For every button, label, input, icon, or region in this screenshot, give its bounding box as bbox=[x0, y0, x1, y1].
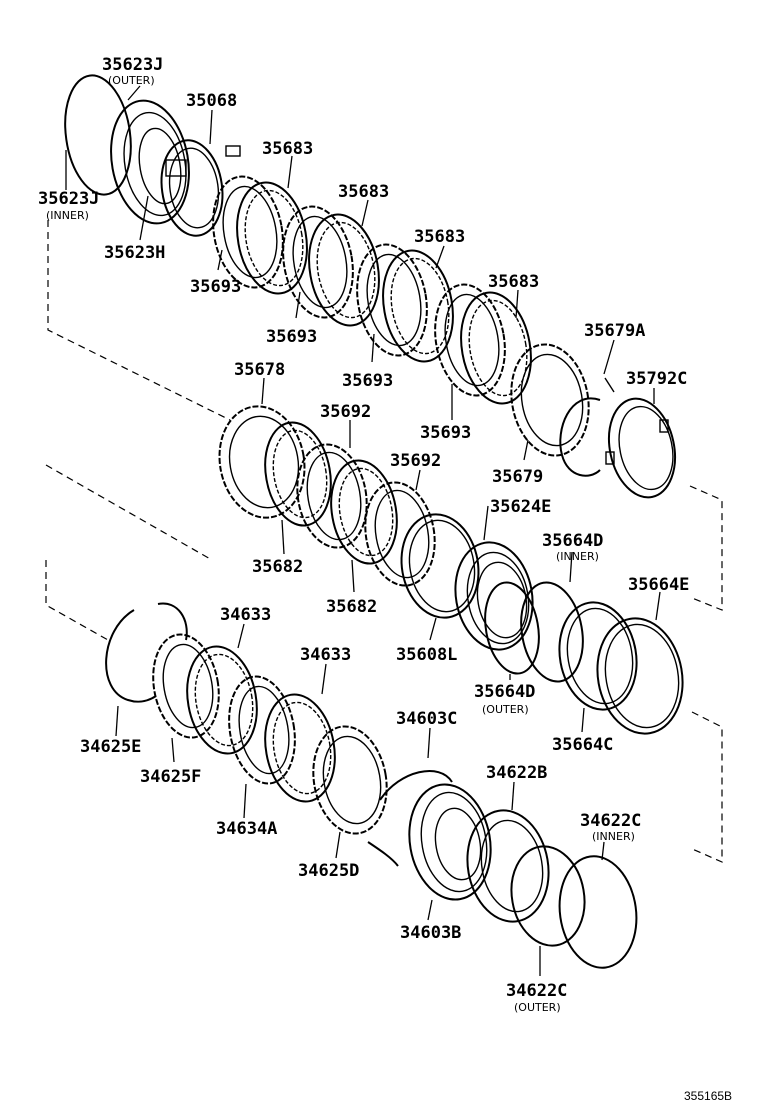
label-35664D-outer: 35664D bbox=[474, 682, 535, 702]
label-35693-a: 35693 bbox=[190, 277, 241, 297]
label-35623J-inner: 35623J bbox=[38, 189, 99, 209]
part-labels: 35623J (OUTER) 35068 35623J (INNER) 3562… bbox=[38, 55, 732, 1103]
label-35692-a: 35692 bbox=[320, 402, 371, 422]
label-35682-a: 35682 bbox=[252, 557, 303, 577]
label-35693-b: 35693 bbox=[266, 327, 317, 347]
part-35683-c bbox=[382, 249, 454, 363]
label-35664D-inner-sub: (INNER) bbox=[556, 550, 599, 563]
part-35683-b bbox=[308, 213, 380, 327]
part-35683-a bbox=[236, 181, 308, 295]
part-34622C-inner bbox=[558, 855, 638, 969]
label-34622B: 34622B bbox=[486, 763, 547, 783]
part-35692-b bbox=[364, 481, 436, 587]
label-35608L: 35608L bbox=[396, 645, 457, 665]
part-35693-a bbox=[212, 175, 284, 289]
label-34603C: 34603C bbox=[396, 709, 457, 729]
label-35792C: 35792C bbox=[626, 369, 687, 389]
label-35623J-outer-sub: (OUTER) bbox=[108, 74, 155, 87]
label-35664D-inner: 35664D bbox=[542, 531, 603, 551]
alignment-lines bbox=[45, 220, 723, 863]
label-34634A: 34634A bbox=[216, 819, 277, 839]
label-35683-b: 35683 bbox=[338, 182, 389, 202]
label-35678: 35678 bbox=[234, 360, 285, 380]
part-35693-b bbox=[282, 205, 354, 319]
part-34622C-outer bbox=[510, 845, 586, 947]
label-34633-a: 34633 bbox=[220, 605, 271, 625]
part-35623J-outer bbox=[64, 74, 132, 196]
label-35624E: 35624E bbox=[490, 497, 551, 517]
label-35068: 35068 bbox=[186, 91, 237, 111]
part-35683-d bbox=[460, 291, 532, 405]
label-35664D-outer-sub: (OUTER) bbox=[482, 703, 529, 716]
label-35692-b: 35692 bbox=[390, 451, 441, 471]
part-34603B bbox=[408, 783, 492, 901]
part-35679A bbox=[559, 377, 615, 477]
label-34633-b: 34633 bbox=[300, 645, 351, 665]
part-piston-35623H bbox=[110, 99, 190, 225]
part-35693-d bbox=[434, 283, 506, 397]
part-34633-a bbox=[186, 645, 258, 755]
label-34622C-outer-sub: (OUTER) bbox=[514, 1001, 561, 1014]
part-35664D-inner bbox=[520, 581, 584, 683]
label-35623J-inner-sub: (INNER) bbox=[46, 209, 89, 222]
diagram-code: 355165B bbox=[684, 1089, 732, 1103]
label-35679A: 35679A bbox=[584, 321, 645, 341]
label-34622C-inner-sub: (INNER) bbox=[592, 830, 635, 843]
label-35623J-outer: 35623J bbox=[102, 55, 163, 75]
label-34622C-inner: 34622C bbox=[580, 811, 641, 831]
part-35678 bbox=[218, 405, 306, 519]
leader-lines bbox=[65, 85, 661, 976]
part-35664D-outer bbox=[484, 581, 540, 675]
label-34622C-outer: 34622C bbox=[506, 981, 567, 1001]
part-34634A bbox=[228, 675, 296, 785]
label-35664E: 35664E bbox=[628, 575, 689, 595]
label-35682-b: 35682 bbox=[326, 597, 377, 617]
label-35679: 35679 bbox=[492, 467, 543, 487]
part-35682-b bbox=[330, 459, 398, 565]
label-35664C: 35664C bbox=[552, 735, 613, 755]
part-35692-a bbox=[296, 443, 368, 549]
label-34625D: 34625D bbox=[298, 861, 359, 881]
part-34625D bbox=[312, 725, 388, 835]
label-35693-d: 35693 bbox=[420, 423, 471, 443]
label-35623H: 35623H bbox=[104, 243, 165, 263]
part-34625E bbox=[105, 602, 188, 703]
part-35693-c bbox=[356, 243, 428, 357]
label-35683-a: 35683 bbox=[262, 139, 313, 159]
label-35683-d: 35683 bbox=[488, 272, 539, 292]
label-34625E: 34625E bbox=[80, 737, 141, 757]
part-35068 bbox=[160, 139, 241, 237]
label-34603B: 34603B bbox=[400, 923, 461, 943]
part-35664E bbox=[596, 617, 684, 735]
label-35693-c: 35693 bbox=[342, 371, 393, 391]
label-34625F: 34625F bbox=[140, 767, 201, 787]
part-35682-a bbox=[264, 421, 332, 527]
part-34603C bbox=[367, 770, 453, 867]
label-35683-c: 35683 bbox=[414, 227, 465, 247]
part-35792C bbox=[605, 397, 676, 499]
